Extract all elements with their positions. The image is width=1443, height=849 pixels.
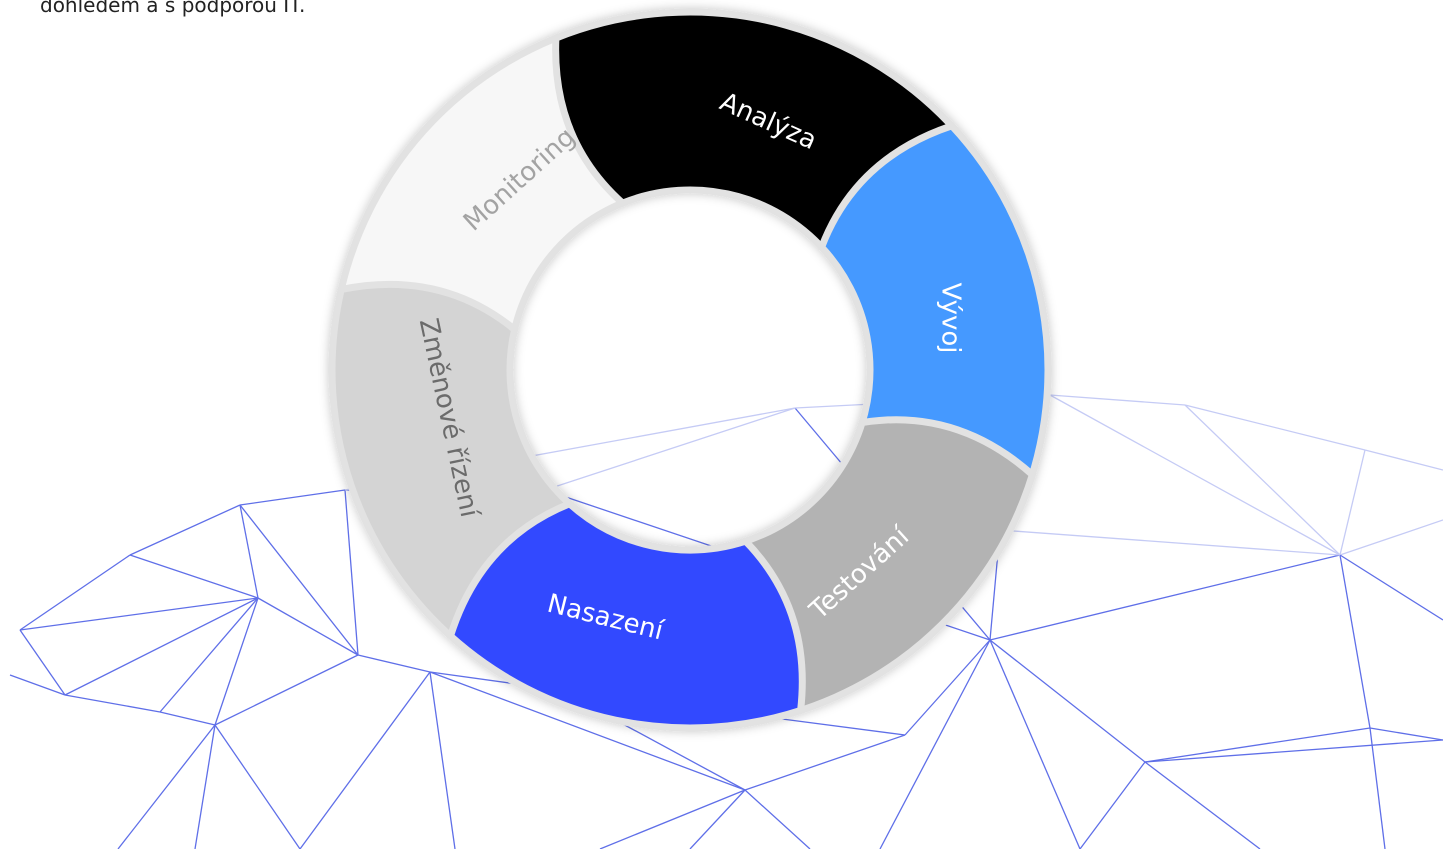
- mesh-line: [1339, 554, 1443, 621]
- mesh-line: [1144, 761, 1261, 849]
- mesh-line: [904, 639, 991, 736]
- mesh-line: [239, 504, 359, 656]
- mesh-line: [689, 789, 746, 849]
- mesh-line: [19, 554, 131, 631]
- mesh-line: [257, 597, 359, 656]
- mesh-line: [214, 654, 359, 726]
- cycle-ring: [328, 8, 1052, 732]
- mesh-line: [117, 724, 216, 849]
- mesh-line: [1049, 394, 1341, 556]
- mesh-line: [989, 639, 1146, 763]
- mesh-line: [194, 724, 216, 849]
- mesh-line: [1144, 739, 1443, 763]
- mesh-line: [64, 694, 161, 713]
- mesh-line: [1184, 404, 1366, 451]
- mesh-line: [239, 504, 259, 599]
- mesh-line: [744, 789, 811, 849]
- mesh-line: [1079, 761, 1146, 849]
- intro-text: dohledem a s podporou IT.: [40, 0, 306, 17]
- mesh-line: [544, 407, 796, 491]
- mesh-line: [1364, 449, 1443, 471]
- mesh-line: [64, 597, 259, 696]
- mesh-line: [19, 597, 259, 631]
- mesh-line: [429, 671, 746, 791]
- mesh-line: [1049, 394, 1186, 406]
- mesh-line: [214, 597, 259, 726]
- mesh-line: [989, 554, 1341, 641]
- mesh-line: [1144, 727, 1371, 763]
- mesh-line: [599, 789, 746, 849]
- mesh-line: [159, 597, 259, 713]
- mesh-line: [214, 724, 301, 849]
- segment-nasazeni: [446, 499, 806, 732]
- mesh-line: [9, 674, 66, 696]
- mesh-line: [989, 639, 1081, 849]
- mesh-line: [1369, 727, 1386, 849]
- mesh-line: [1369, 727, 1443, 741]
- mesh-line: [879, 639, 991, 849]
- mesh-line: [159, 711, 216, 726]
- mesh-line: [1339, 449, 1366, 556]
- mesh-line: [129, 504, 241, 556]
- mesh-line: [1339, 554, 1371, 729]
- mesh-line: [129, 554, 259, 599]
- mesh-line: [429, 671, 456, 849]
- mesh-line: [1184, 404, 1341, 556]
- mesh-line: [1339, 519, 1443, 556]
- mesh-line: [299, 671, 431, 849]
- mesh-line: [744, 734, 906, 791]
- mesh-line: [999, 529, 1341, 556]
- mesh-line: [239, 489, 346, 506]
- mesh-line: [357, 654, 431, 673]
- mesh-line: [344, 489, 359, 656]
- mesh-background: [9, 394, 1443, 849]
- mesh-line: [19, 629, 66, 696]
- segment-label-vyvoj: Vývoj: [936, 283, 966, 354]
